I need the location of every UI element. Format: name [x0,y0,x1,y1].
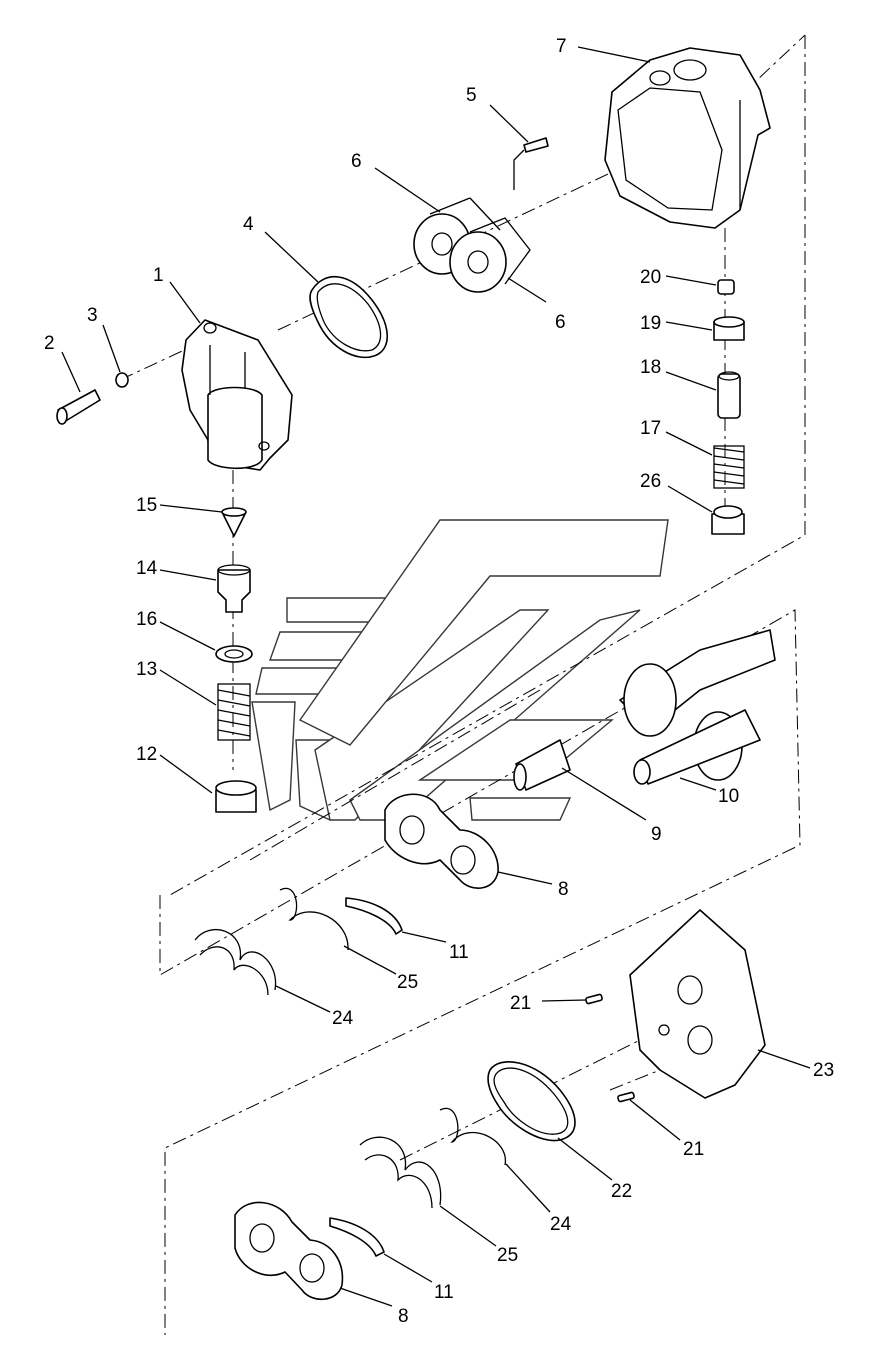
valve-plug-left [215,780,257,813]
callout-13: 13 [136,659,157,680]
callout-8-lower: 8 [398,1306,409,1327]
callout-12: 12 [136,744,157,765]
callout-21-upper: 21 [510,993,531,1014]
callout-5: 5 [466,85,477,106]
wear-plate-upper [384,793,499,889]
callout-26: 26 [640,471,661,492]
valve-pin [717,279,735,295]
idler-shaft [513,739,571,791]
callout-15: 15 [136,495,157,516]
valve-cap [713,316,745,341]
callout-labels: 7 5 6 4 1 6 2 3 20 19 18 17 26 15 14 16 … [44,36,834,1327]
seal-strip-lower [329,1217,385,1257]
callout-2: 2 [44,333,55,354]
wear-plate-lower [234,1201,344,1300]
cover-bolt [56,389,101,425]
valve-seat [217,564,251,613]
front-cover [181,319,293,471]
backup-gasket-lower [359,1136,442,1209]
cover-o-ring [309,276,388,359]
callout-16: 16 [136,609,157,630]
key [523,137,549,153]
seal-ring-lower [439,1107,506,1166]
callout-10: 10 [718,786,739,807]
valve-spring-right [713,445,745,489]
callout-6-lower: 6 [555,312,566,333]
callout-23: 23 [813,1060,834,1081]
valve-plunger [717,371,741,419]
lock-washer [115,372,129,388]
valve-shim [215,645,253,663]
callout-20: 20 [640,267,661,288]
callout-7: 7 [556,36,567,57]
callout-25-lower: 25 [497,1245,518,1266]
callout-14: 14 [136,558,158,579]
callout-21-lower: 21 [683,1139,704,1160]
watermark-logo [251,519,669,822]
callout-11-lower: 11 [434,1282,454,1303]
callout-11-upper: 11 [449,942,469,963]
callout-17: 17 [640,418,661,439]
rear-o-ring [487,1061,576,1142]
callout-8-upper: 8 [558,879,569,900]
callout-25-upper: 25 [397,972,418,993]
callout-24-upper: 24 [332,1008,354,1029]
valve-plug-right [711,505,745,535]
backup-gasket-upper [194,929,277,996]
seal-ring-upper [279,887,349,951]
callout-22: 22 [611,1181,632,1202]
driven-gear [449,217,531,293]
valve-poppet [221,507,247,537]
callout-9: 9 [651,824,662,845]
dowel-pin-upper [585,993,603,1005]
pump-housing [604,47,771,229]
dowel-pin-lower [617,1091,635,1103]
rear-cover [629,909,766,1099]
seal-strip-upper [345,897,403,935]
leader-lines [61,46,811,1307]
valve-spring-left [217,683,251,741]
callout-24-lower: 24 [550,1214,572,1235]
callout-1: 1 [153,265,164,286]
callout-19: 19 [640,313,661,334]
callout-18: 18 [640,357,661,378]
callout-3: 3 [87,305,98,326]
callout-6: 6 [351,151,362,172]
callout-4: 4 [243,214,254,235]
drive-shaft-gear [619,629,776,785]
